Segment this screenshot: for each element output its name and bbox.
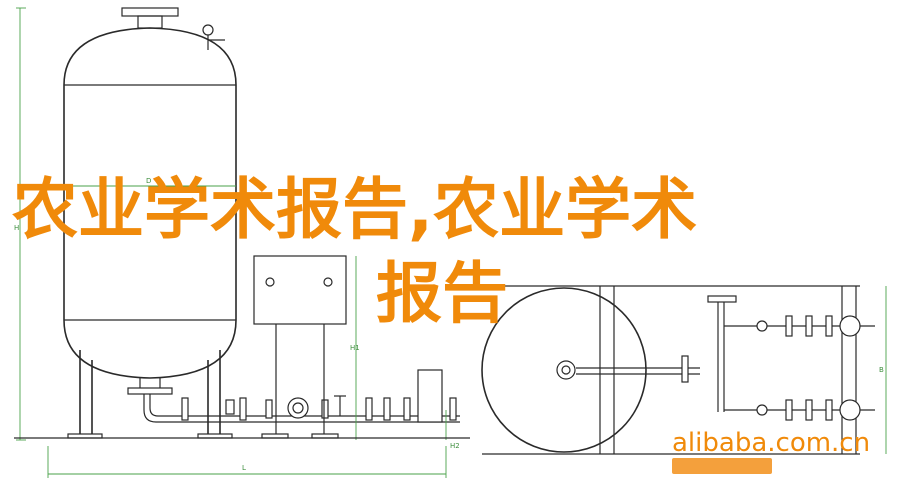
dim-label-base-height: H2 [450, 442, 460, 450]
headline-line-2: 报告 [376, 255, 508, 332]
top-view: B [481, 285, 887, 455]
control-box [253, 255, 347, 439]
mid-dimension: H1 H2 [350, 256, 460, 450]
watermark: alibaba.com.cn [672, 428, 871, 458]
dim-label-tank-height: H1 [350, 344, 360, 352]
dim-label-total-height: H [14, 224, 19, 232]
pressure-tank: D [63, 7, 237, 439]
watermark-strip [672, 458, 772, 474]
dim-label-width: B [879, 366, 884, 374]
dim-label-diameter: D [146, 177, 151, 185]
base-dimension: L [14, 437, 470, 478]
headline-line-1: 农业学术报告,农业学术 [12, 171, 698, 248]
dim-label-length: L [242, 464, 246, 472]
left-dimension: H [14, 7, 26, 441]
outlet-piping [143, 369, 460, 423]
